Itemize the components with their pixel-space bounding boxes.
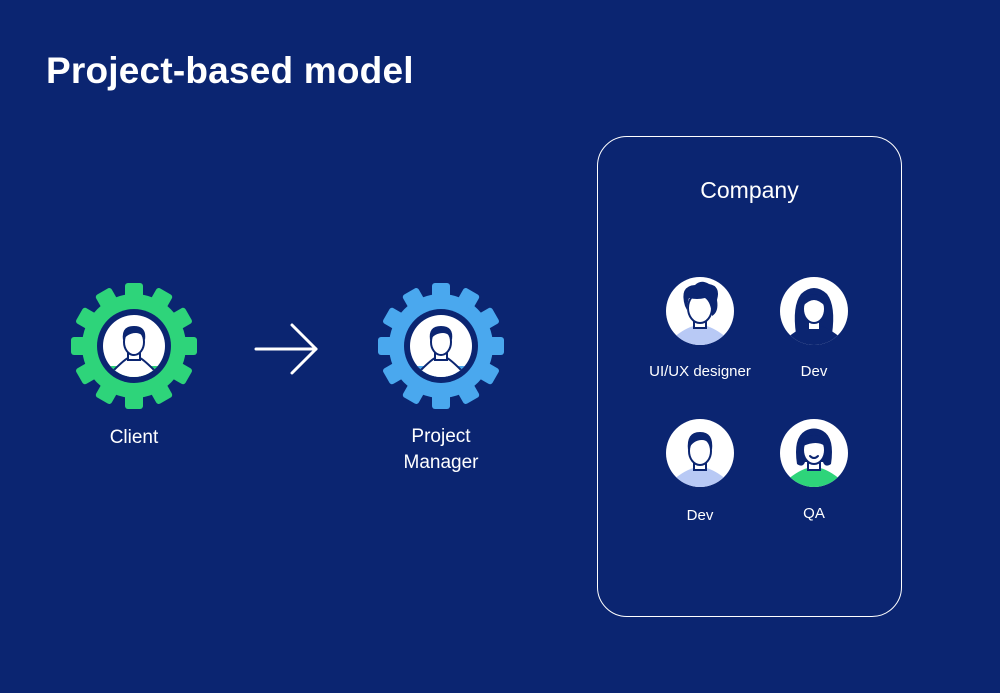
- member-label-dev-2: Dev: [686, 507, 714, 524]
- project-manager-label-line1: Project: [411, 426, 471, 447]
- company-title: Company: [700, 177, 799, 203]
- client-gear-icon: [71, 283, 197, 409]
- member-label-dev-1: Dev: [800, 363, 828, 380]
- company-group: Company UI/UX designer: [597, 136, 902, 617]
- designer-avatar-icon: [665, 276, 735, 346]
- member-label-designer: UI/UX designer: [649, 363, 751, 380]
- member-label-qa: QA: [803, 505, 825, 522]
- arrow-right-icon: [254, 322, 320, 381]
- project-manager-label-line2: Manager: [403, 452, 479, 473]
- dev-female-avatar-icon: [779, 276, 849, 346]
- project-manager-gear-icon: [378, 283, 504, 409]
- page-title: Project-based model: [46, 50, 414, 91]
- project-manager-label: Project Manager: [361, 424, 521, 476]
- dev-male-avatar-icon: [665, 418, 735, 488]
- qa-avatar-icon: [779, 418, 849, 488]
- client-label: Client: [109, 427, 159, 448]
